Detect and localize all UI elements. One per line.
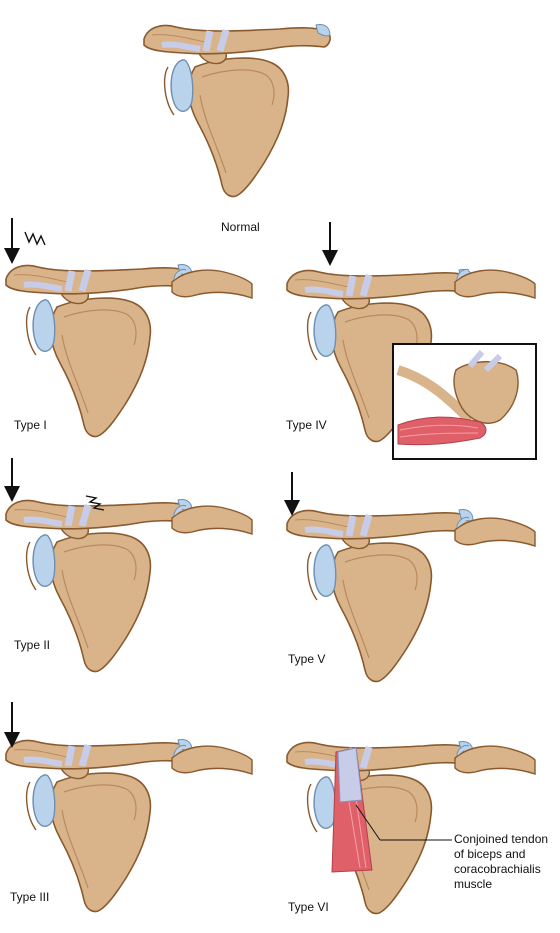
type-6-shoulder — [287, 741, 473, 913]
type-1-impact-mark — [24, 231, 46, 246]
annotation-line-1: Conjoined tendon — [454, 832, 549, 846]
type-1-shoulder — [6, 264, 192, 436]
type-3-shoulder — [6, 739, 192, 911]
label-type-4: Type IV — [286, 418, 327, 432]
normal-shoulder — [144, 24, 330, 196]
type-4-inset-box — [392, 343, 537, 460]
annotation-line-2: of biceps and — [454, 847, 526, 861]
type-2-impact-mark — [85, 495, 105, 511]
annotation-line-3: coracobrachialis — [454, 862, 541, 876]
annotation-line-4: muscle — [454, 877, 493, 891]
label-type-5: Type V — [288, 652, 326, 666]
label-type-3: Type III — [10, 890, 50, 904]
label-type-6: Type VI — [288, 900, 329, 914]
conjoined-tendon-annotation: Conjoined tendon of biceps and coracobra… — [454, 832, 560, 892]
annotation-leader-line — [355, 804, 381, 841]
label-type-2: Type II — [14, 638, 51, 652]
label-type-1: Type I — [14, 418, 47, 432]
label-normal: Normal — [221, 220, 260, 234]
type-6-conjoined-tendon — [331, 747, 373, 873]
